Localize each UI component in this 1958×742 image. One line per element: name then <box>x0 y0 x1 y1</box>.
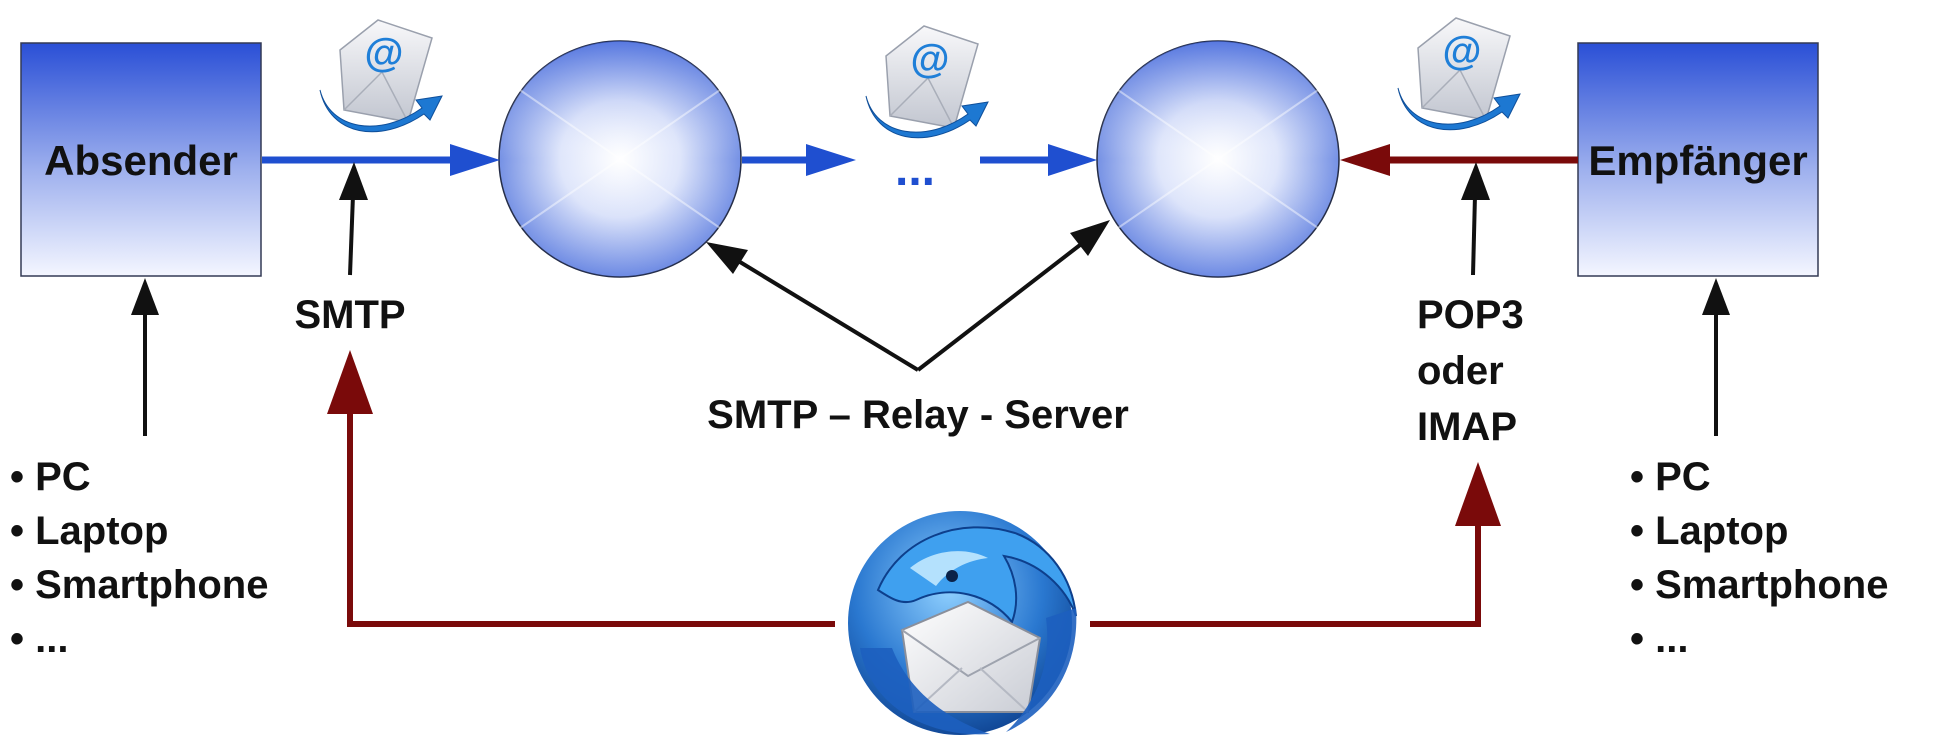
svg-text:@: @ <box>364 31 403 75</box>
sender-label: Absender <box>44 137 238 184</box>
pop3-pointer-arrow <box>1461 162 1490 276</box>
list-item: • Laptop <box>10 509 168 553</box>
list-item: • ... <box>10 617 68 661</box>
sender-device-arrow <box>131 278 159 436</box>
relay-server-label: SMTP – Relay - Server <box>707 393 1129 437</box>
email-at-icon: @ <box>319 19 443 133</box>
relay-server-1 <box>498 40 742 278</box>
relay-server-2 <box>1096 40 1340 278</box>
client-pop3-arrow <box>1090 462 1501 627</box>
receiver-device-arrow <box>1702 278 1730 436</box>
protocol-line: POP3 <box>1417 293 1524 337</box>
smtp-label: SMTP <box>294 293 405 337</box>
list-item: • PC <box>1630 455 1711 499</box>
list-item: • PC <box>10 455 91 499</box>
receive-protocol-label: POP3 oder IMAP <box>1417 293 1524 449</box>
list-item: • Laptop <box>1630 509 1788 553</box>
protocol-line: IMAP <box>1417 405 1517 449</box>
email-at-icon: @ <box>1397 17 1521 131</box>
receiver-label: Empfänger <box>1588 137 1807 184</box>
email-at-icon: @ <box>865 25 989 139</box>
protocol-line: oder <box>1417 349 1504 393</box>
sender-device-list: • PC • Laptop • Smartphone • ... <box>10 455 268 661</box>
sender-box: Absender <box>20 42 262 277</box>
list-item: • Smartphone <box>10 563 268 607</box>
receive-flow-arrow <box>1340 144 1578 176</box>
receiver-device-list: • PC • Laptop • Smartphone • ... <box>1630 455 1888 661</box>
send-flow-arrows <box>262 144 1097 176</box>
relay-chain-dots: ... <box>895 143 935 196</box>
list-item: • ... <box>1630 617 1688 661</box>
svg-text:@: @ <box>910 37 949 81</box>
client-smtp-arrow <box>327 350 835 627</box>
smtp-pointer-arrow <box>339 162 368 276</box>
list-item: • Smartphone <box>1630 563 1888 607</box>
svg-text:@: @ <box>1442 29 1481 73</box>
relay-pointer-arrows <box>706 220 1110 372</box>
thunderbird-mail-client-icon <box>848 511 1077 735</box>
receiver-box: Empfänger <box>1577 42 1819 277</box>
